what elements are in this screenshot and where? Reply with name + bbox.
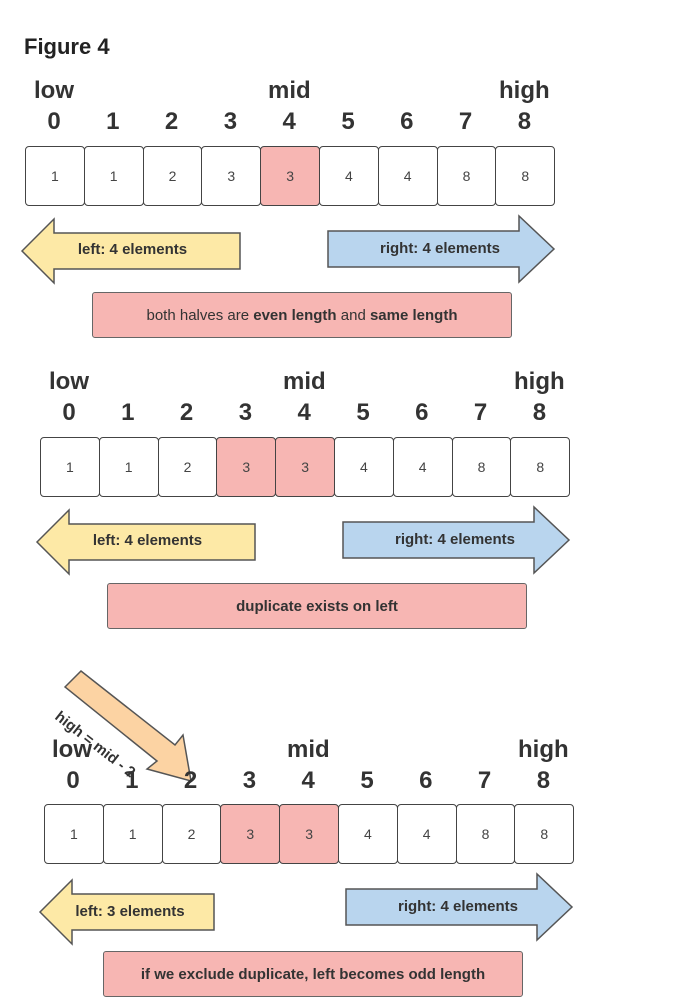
index-label: 8 (532, 399, 547, 426)
array-cell: 8 (514, 804, 575, 864)
left-arrow (35, 508, 256, 576)
right-arrow (345, 872, 574, 942)
index-label: 2 (164, 108, 179, 135)
index-label: 3 (238, 399, 253, 426)
section-2: low mid high left: 4 elements right: 4 e… (0, 0, 673, 629)
index-label: 4 (282, 108, 296, 135)
low-label: low (34, 77, 74, 104)
array-cell: 4 (377, 146, 438, 206)
high-label: high (499, 77, 550, 104)
right-arrow (342, 505, 571, 575)
left-arrow-label: left: 3 elements (75, 902, 185, 920)
index-label: 0 (62, 399, 76, 426)
index-label: 5 (356, 399, 370, 426)
index-label: 4 (297, 399, 311, 426)
array-cell: 8 (495, 146, 556, 206)
array-cell: 2 (142, 146, 203, 206)
array-cell: 2 (161, 804, 222, 864)
high-label: high (514, 368, 565, 395)
left-arrow-label: left: 4 elements (77, 240, 188, 258)
index-label: 6 (419, 767, 433, 794)
left-arrow (20, 217, 241, 285)
array-cell: 1 (83, 146, 144, 206)
array-cell: 4 (319, 146, 379, 206)
index-label: 0 (47, 108, 61, 135)
array-cell: 3 (201, 146, 262, 206)
note-text: if we exclude duplicate, left becomes od… (140, 965, 486, 983)
index-label: 4 (301, 767, 315, 794)
note-text-1: both halves are (146, 306, 250, 324)
array-cell: 4 (334, 437, 394, 497)
section-1: low mid high left: 4 elements right: 4 e… (0, 0, 673, 338)
array-cell: 4 (392, 437, 453, 497)
array-cell: 8 (451, 437, 512, 497)
index-label: 3 (223, 108, 238, 135)
index-label: 1 (106, 108, 120, 135)
index-label: 6 (415, 399, 429, 426)
array-cell: 1 (44, 804, 104, 864)
left-arrow (38, 878, 215, 946)
index-label: 0 (66, 767, 80, 794)
index-label: 5 (360, 767, 374, 794)
right-arrow (327, 214, 556, 284)
index-label: 5 (341, 108, 355, 135)
array-cell: 3 (220, 804, 281, 864)
array-cell: 2 (157, 437, 218, 497)
array-cell: 3 (260, 146, 320, 206)
note-box: duplicate exists on left (107, 583, 527, 629)
right-arrow-label: right: 4 elements (397, 897, 519, 915)
index-label: 7 (473, 399, 488, 426)
array-cell: 8 (436, 146, 497, 206)
index-label: 6 (400, 108, 414, 135)
note-text-3: and (340, 306, 366, 324)
index-label: 7 (458, 108, 473, 135)
index-label: 8 (517, 108, 532, 135)
array-cell: 3 (275, 437, 335, 497)
index-label: 8 (536, 767, 551, 794)
left-arrow-label: left: 4 elements (92, 531, 203, 549)
high-label: high (518, 736, 569, 763)
low-label: low (52, 736, 92, 763)
index-label: 3 (242, 767, 257, 794)
mid-label: mid (287, 736, 330, 763)
index-label: 7 (477, 767, 492, 794)
mid-label: mid (268, 77, 311, 104)
note-text-4: same length (369, 306, 458, 324)
array-cell: 4 (338, 804, 398, 864)
array-cell: 8 (455, 804, 516, 864)
array-cell: 1 (102, 804, 163, 864)
array-cell: 8 (510, 437, 571, 497)
array-cell: 1 (40, 437, 100, 497)
index-label: 1 (125, 767, 139, 794)
low-label: low (49, 368, 89, 395)
index-label: 2 (183, 767, 198, 794)
right-arrow-label: right: 4 elements (394, 530, 516, 548)
note-box: both halves are even length and same len… (92, 292, 512, 338)
right-arrow-label: right: 4 elements (379, 239, 501, 257)
array-cell: 4 (396, 804, 457, 864)
index-label: 2 (179, 399, 194, 426)
array-cell: 3 (216, 437, 277, 497)
array-cell: 1 (98, 437, 159, 497)
note-box: if we exclude duplicate, left becomes od… (103, 951, 523, 997)
note-text-2: even length (253, 306, 337, 324)
index-label: 1 (121, 399, 135, 426)
mid-label: mid (283, 368, 326, 395)
diagonal-arrow (63, 669, 192, 783)
note-text: duplicate exists on left (236, 597, 398, 615)
array-cell: 1 (25, 146, 85, 206)
array-cell: 3 (279, 804, 339, 864)
figure-title: Figure 4 (24, 34, 110, 59)
